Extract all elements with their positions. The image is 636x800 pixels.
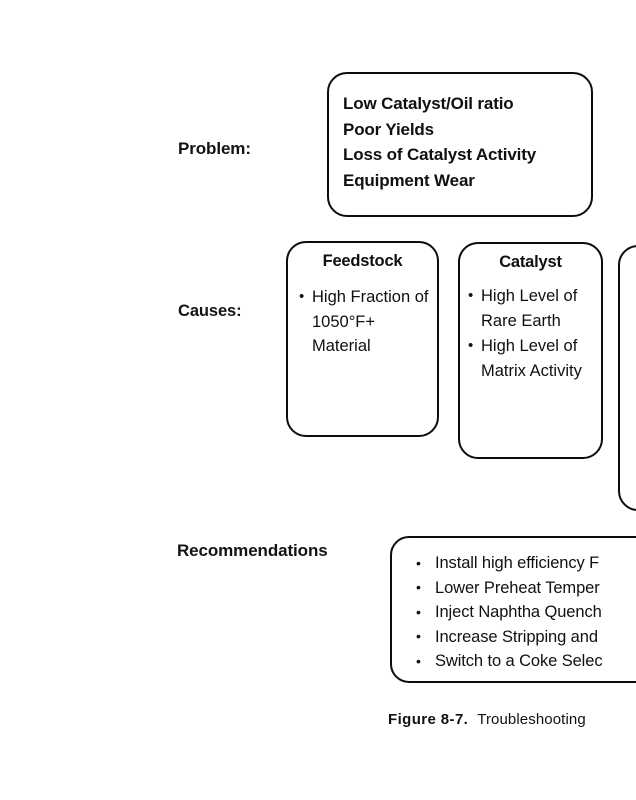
bullet-icon: • <box>468 286 474 304</box>
cause-item-list: • High Level of Rare Earth • High Level … <box>460 272 601 383</box>
bullet-icon: • <box>468 336 474 354</box>
cause-item-label: High Level of Matrix Activity <box>481 337 582 380</box>
problem-item: Equipment Wear <box>343 170 475 190</box>
cause-box-title: Catalyst <box>499 253 562 271</box>
figure-title: Troubleshooting <box>477 711 586 728</box>
problem-box: Low Catalyst/Oil ratio Poor Yields Loss … <box>327 72 593 217</box>
recommendation-item: • Install high efficiency F <box>416 551 636 576</box>
causes-row-label: Causes: <box>178 302 242 320</box>
bullet-icon: • <box>416 554 421 571</box>
recommendation-item-label: Increase Stripping and <box>435 627 598 646</box>
cause-box-title: Feedstock <box>322 252 403 270</box>
bullet-icon: • <box>416 579 421 596</box>
cause-item: • High Fraction of 1050°F+ Material <box>299 285 431 359</box>
bullet-icon: • <box>416 603 421 620</box>
cause-box-catalyst: Catalyst • High Level of Rare Earth • Hi… <box>458 242 603 459</box>
recommendation-item-label: Install high efficiency F <box>435 554 600 572</box>
recommendation-item: • Inject Naphtha Quench <box>416 600 636 625</box>
cause-item-label: High Fraction of 1050°F+ Material <box>312 288 429 355</box>
recommendation-item-label: Inject Naphtha Quench <box>435 603 602 622</box>
bullet-icon: • <box>416 628 421 645</box>
cause-item: • High Level of Rare Earth <box>468 284 597 333</box>
figure-number: Figure 8-7. <box>388 711 469 728</box>
cause-box-feedstock: Feedstock • High Fraction of 1050°F+ Mat… <box>286 241 439 437</box>
figure-caption: Figure 8-7. Troubleshooting <box>388 711 586 728</box>
problem-item: Poor Yields <box>343 119 434 139</box>
recommendation-item-label: Lower Preheat Temper <box>435 578 600 597</box>
problem-item: Loss of Catalyst Activity <box>343 145 537 164</box>
recommendation-item: • Switch to a Coke Selec <box>416 649 636 674</box>
recommendation-item-list: • Install high efficiency F • Lower Preh… <box>392 538 636 674</box>
recommendations-row-label: Recommendations <box>177 541 328 560</box>
cause-item-list: • High Fraction of 1050°F+ Material <box>288 271 437 359</box>
problem-row-label: Problem: <box>178 139 251 158</box>
recommendations-box: • Install high efficiency F • Lower Preh… <box>390 536 636 683</box>
bullet-icon: • <box>416 652 421 669</box>
cause-item-label: High Level of Rare Earth <box>481 287 578 330</box>
bullet-icon: • <box>299 287 305 305</box>
recommendation-item: • Increase Stripping and <box>416 625 636 650</box>
cause-item: • High Level of Matrix Activity <box>468 334 597 383</box>
cause-box-clipped <box>618 245 636 511</box>
problem-item-list: Low Catalyst/Oil ratio Poor Yields Loss … <box>329 74 591 193</box>
problem-item: Low Catalyst/Oil ratio <box>343 94 514 113</box>
recommendation-item: • Lower Preheat Temper <box>416 576 636 601</box>
recommendation-item-label: Switch to a Coke Selec <box>435 652 603 671</box>
